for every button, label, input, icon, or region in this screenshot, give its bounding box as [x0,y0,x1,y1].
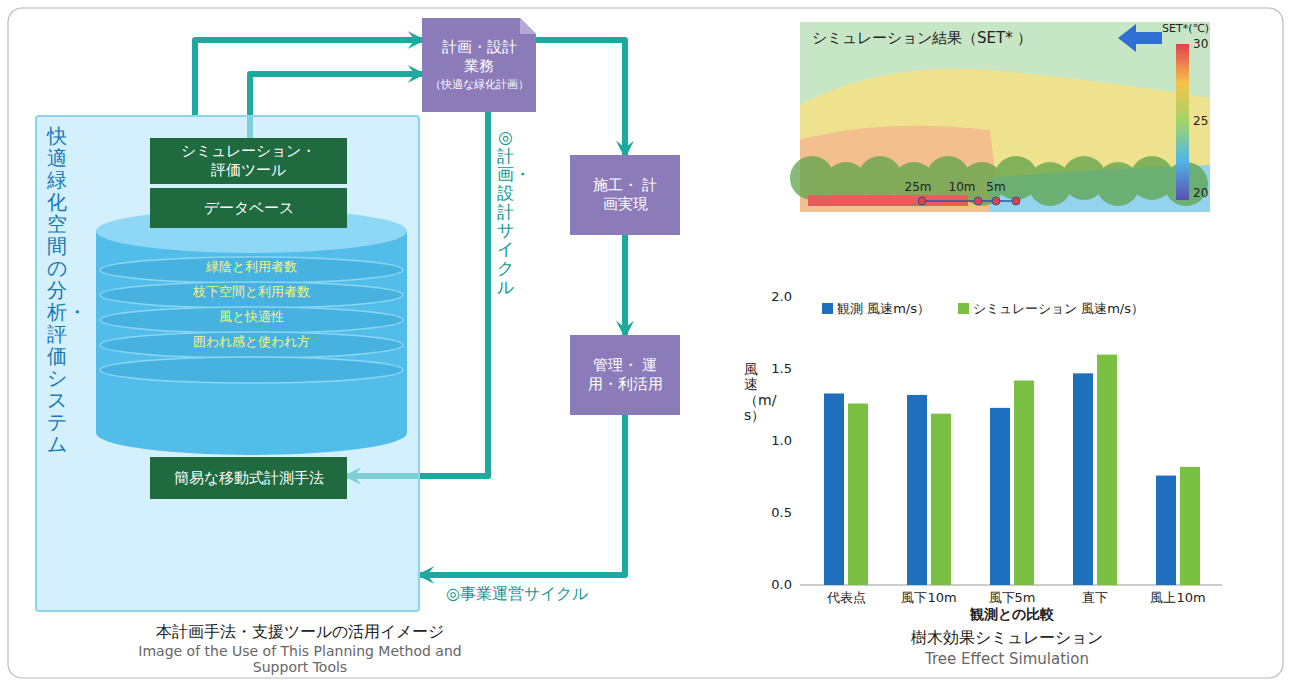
cycle-label: ◎事業運営サイクル [446,584,588,605]
process-box: 管理・ 運用・利活用 [570,335,680,415]
distance-label: 10m [949,180,976,194]
box-text: （快適な緑化計画） [430,78,529,92]
bar-simulated [1180,467,1200,585]
sim-trees [790,156,1208,206]
box-text: 施工・ 計画実現 [592,176,658,214]
legend-swatch [958,303,969,314]
bar-simulated [1014,381,1034,585]
tick-label: 1.5 [771,361,792,376]
system-panel: 快適緑化空間の分析・評価システムシミュレーション・ 評価ツールデータベース緑陰と… [35,115,420,612]
category-label: 風上10m [1150,589,1205,607]
page-frame [8,8,1283,678]
legend-text: 観測 風速m/s） [837,300,930,318]
axis-title: 風速（m/s） [744,362,758,424]
sim-point [992,197,1000,205]
axis-title: 観測との比較 [970,606,1054,624]
tick-label: 2.0 [771,289,792,304]
process-box: 施工・ 計画実現 [570,155,680,235]
category-label: 風下5m [989,589,1036,607]
sim-point [918,197,926,205]
process-box: 計画・設計 業務 （快適な緑化計画） [422,18,536,112]
cycle-connector [420,415,625,575]
box-text: シミュレーション・ 評価ツール [179,142,319,180]
bar-chart [800,355,1222,585]
cylinder-ring [100,357,403,383]
box-text: データベース [204,199,294,218]
database-item: 緑陰と利用者数 [94,257,409,277]
bar-simulated [1097,355,1117,585]
figure-caption-en: Tree Effect Simulation [925,650,1089,668]
cylinder-bottom [96,411,407,455]
distance-label: 5m [986,180,1005,194]
scale-value: 20 [1193,186,1208,200]
cycle-label: ◎計画・設計サイクル [497,128,514,296]
tick-label: 0.0 [771,577,792,592]
bar-simulated [931,414,951,585]
tool-box: シミュレーション・ 評価ツール [150,138,347,184]
box-text: 計画・設計 業務 [439,38,519,76]
bar-observed [990,408,1010,585]
cycle-connector [536,40,625,155]
bar-simulated [848,404,868,585]
sim-point [974,197,982,205]
panel-heading: 快適緑化空間の分析・評価システム [47,125,67,455]
scale-unit: SET*(℃) [1162,22,1209,35]
color-scale [1176,44,1189,200]
legend-swatch [822,303,833,314]
wind-arrow [1118,24,1162,52]
tick-label: 0.5 [771,505,792,520]
box-text: 管理・ 運用・利活用 [578,356,672,394]
bar-observed [907,395,927,585]
folder-fold [520,18,536,34]
box-text: 簡易な移動式計測手法 [174,469,324,488]
database-item: 風と快適性 [94,307,409,327]
distance-label: 25m [905,180,932,194]
sim-warm-zone [800,69,1210,212]
cycle-connector [622,235,628,335]
category-label: 風下10m [901,589,956,607]
tick-label: 1.0 [771,433,792,448]
figure-caption: 本計画手法・支援ツールの活用イメージ [156,622,444,643]
database-cylinder: 緑陰と利用者数枝下空間と利用者数風と快適性囲われ感と使われ方 [94,207,409,457]
cycle-connector [195,40,422,115]
bar-observed [1073,373,1093,585]
tool-box: データベース [150,188,347,228]
bar-observed [1156,476,1176,585]
scale-value: 30 [1193,37,1208,51]
category-label: 直下 [1082,589,1108,607]
sim-measure-line [922,200,1018,202]
sim-ground [800,22,1210,212]
legend-text: シミュレーション 風速m/s） [973,300,1144,318]
database-item: 枝下空間と利用者数 [94,282,409,302]
tool-box: 簡易な移動式計測手法 [150,457,347,499]
simulation-image [790,22,1210,212]
cylinder-top [96,209,407,253]
sim-point [1012,197,1020,205]
cylinder-shape [94,207,409,457]
folder-body [422,18,536,112]
database-item: 囲われ感と使われ方 [94,332,409,352]
figure-caption: 樹木効果シミュレーション [911,628,1103,649]
bar-observed [824,393,844,585]
category-label: 代表点 [827,589,866,607]
scale-value: 25 [1193,114,1208,128]
image-title: シミュレーション結果（SET* ） [812,29,1032,48]
figure-caption-en: Image of the Use of This Planning Method… [110,643,490,675]
